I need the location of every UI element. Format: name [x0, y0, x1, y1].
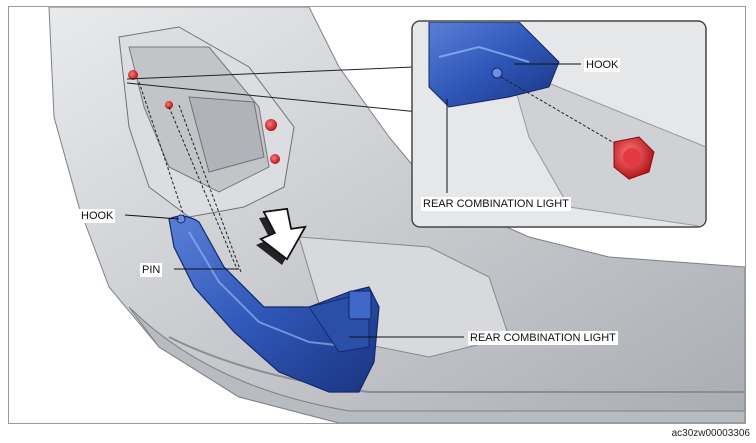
main-rear-light-label: REAR COMBINATION LIGHT	[468, 331, 618, 345]
inset-rear-light-label: REAR COMBINATION LIGHT	[421, 197, 571, 211]
label-leaders	[124, 214, 464, 338]
diagram-frame: HOOK REAR COMBINATION LIGHT HOOK PIN REA…	[8, 6, 746, 424]
illustration	[48, 7, 745, 423]
pin-red-2	[165, 101, 173, 109]
pin-red-1	[128, 70, 138, 80]
magnifier-lines	[126, 66, 420, 113]
inset-hook	[491, 67, 503, 79]
bumper-lower	[128, 306, 745, 423]
light-connector	[348, 290, 372, 320]
main-hook-label: HOOK	[79, 209, 116, 223]
inset-hook-label: HOOK	[584, 58, 621, 72]
dashed-guides	[138, 81, 242, 273]
pin-red-4	[270, 154, 280, 164]
pin-red-3	[265, 119, 277, 131]
main-pin-label: PIN	[140, 263, 163, 277]
inset-detail	[411, 20, 707, 228]
figure-code: ac30zw00003306	[671, 428, 750, 439]
inset-light	[428, 22, 560, 108]
inset-pin-red	[613, 136, 655, 180]
